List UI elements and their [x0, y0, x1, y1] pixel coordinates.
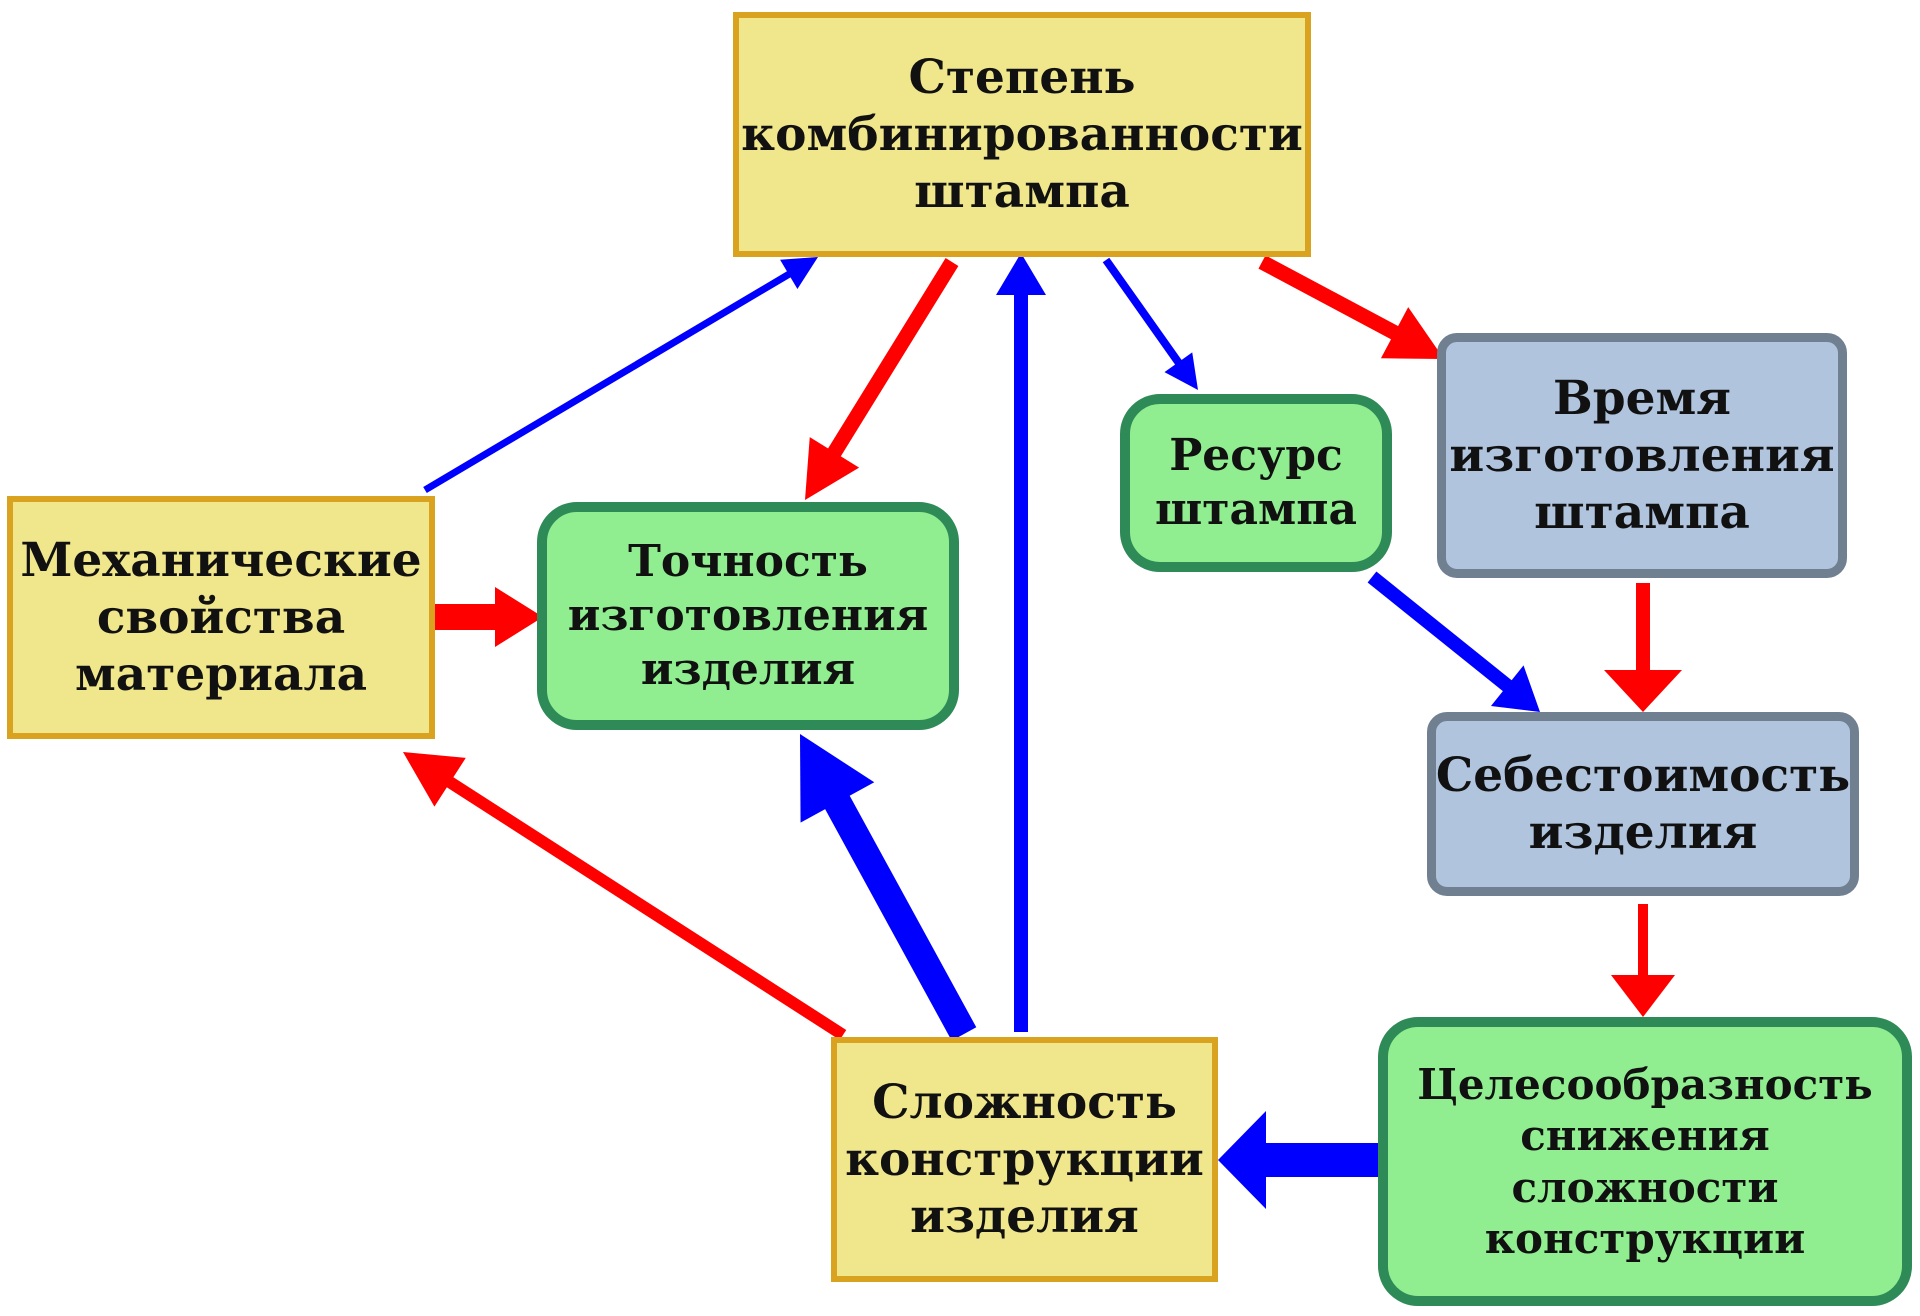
arrow-slozhnost-to-tochnost [800, 734, 977, 1041]
node-slozhnost-label: Сложность конструкции изделия [845, 1074, 1204, 1245]
arrow-shaft [445, 776, 847, 1041]
arrow-head [1604, 670, 1682, 712]
arrow-head [1490, 665, 1540, 712]
arrow-head [1380, 307, 1444, 359]
arrow-head [805, 437, 860, 500]
arrow-shaft [826, 258, 959, 458]
arrow-tselesoobr-to-slozhnost [1218, 1111, 1378, 1209]
arrow-stepen-to-tochnost [805, 258, 959, 500]
arrow-shaft [423, 270, 793, 494]
arrow-vremya-to-sebest [1604, 583, 1682, 712]
node-tochnost-label: Точность изготовления изделия [567, 536, 929, 695]
arrow-mekh-to-tochnost [435, 587, 543, 647]
node-tselesoobr-label: Целесообразность снижения сложности конс… [1417, 1060, 1873, 1263]
arrow-shaft [1367, 571, 1514, 693]
arrow-head [996, 253, 1046, 295]
node-vremya-label: Время изготовления штампа [1449, 370, 1835, 541]
arrow-shaft [824, 793, 977, 1041]
node-tochnost-izgotovleniya: Точность изготовления изделия [537, 502, 959, 730]
arrow-stepen-to-vremya [1258, 255, 1444, 359]
node-stepen-kombinirovannosti: Степень комбинированности штампа [733, 12, 1311, 257]
arrow-head [780, 257, 818, 289]
node-stepen-label: Степень комбинированности штампа [741, 49, 1303, 220]
arrow-head [1164, 352, 1198, 390]
arrow-stepen-to-resurs [1102, 257, 1198, 390]
node-vremya-izgotovleniya: Время изготовления штампа [1437, 333, 1847, 578]
arrow-head [403, 752, 466, 807]
arrow-head [800, 734, 875, 823]
node-resurs-label: Ресурс штампа [1155, 430, 1357, 535]
arrow-shaft [1258, 255, 1400, 341]
arrow-mekh-to-stepen [423, 257, 818, 494]
node-sebestoimost-izdeliya: Себестоимость изделия [1427, 712, 1859, 896]
arrow-head [1218, 1111, 1266, 1209]
node-mekh-label: Механические свойства материала [20, 532, 422, 703]
node-resurs-shtampa: Ресурс штампа [1120, 394, 1392, 572]
arrow-head [495, 587, 543, 647]
node-tselesoobraznost-snizheniya: Целесообразность снижения сложности конс… [1378, 1017, 1912, 1306]
node-sebest-label: Себестоимость изделия [1435, 747, 1851, 860]
arrow-slozhnost-to-stepen [996, 253, 1046, 1032]
arrow-shaft [1102, 257, 1183, 367]
arrow-resurs-to-sebest [1367, 571, 1540, 712]
arrow-head [1611, 975, 1675, 1017]
node-slozhnost-konstrukcii: Сложность конструкции изделия [831, 1037, 1218, 1282]
arrow-sebest-to-tselesoobr [1611, 904, 1675, 1017]
arrow-slozhnost-to-mekh [403, 752, 847, 1041]
node-mekhanicheskie-svoystva: Механические свойства материала [7, 496, 435, 739]
